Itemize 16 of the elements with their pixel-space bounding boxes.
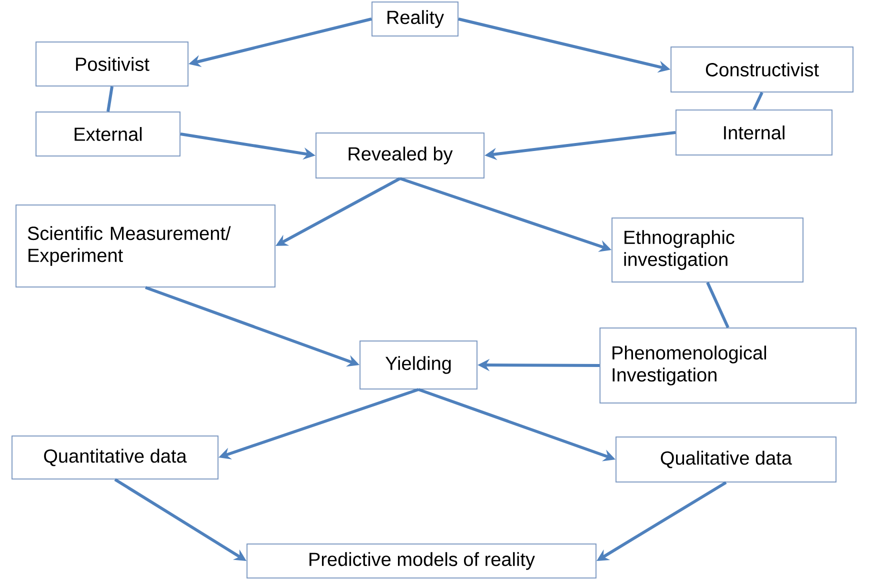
process-box: Positivist xyxy=(36,42,188,86)
process-box: Quantitative data xyxy=(12,436,218,480)
process-box: Reality xyxy=(372,2,458,36)
process-box: Constructivist xyxy=(670,46,854,92)
connector-line xyxy=(106,86,114,112)
process-box: Ethnographic investigation xyxy=(612,218,804,282)
process-box: Yielding xyxy=(360,340,478,390)
process-box: Internal xyxy=(676,110,832,156)
process-box: Qualitative data xyxy=(616,436,836,482)
process-box: Predictive models of reality xyxy=(246,544,596,578)
process-box: Revealed by xyxy=(316,132,484,178)
process-box: External xyxy=(36,112,180,156)
process-box: Phenomenological Investigation xyxy=(600,328,856,404)
connector-line xyxy=(752,92,764,110)
process-box: Scientific Measurement/ Experiment xyxy=(16,204,276,288)
connector-line xyxy=(706,282,730,328)
